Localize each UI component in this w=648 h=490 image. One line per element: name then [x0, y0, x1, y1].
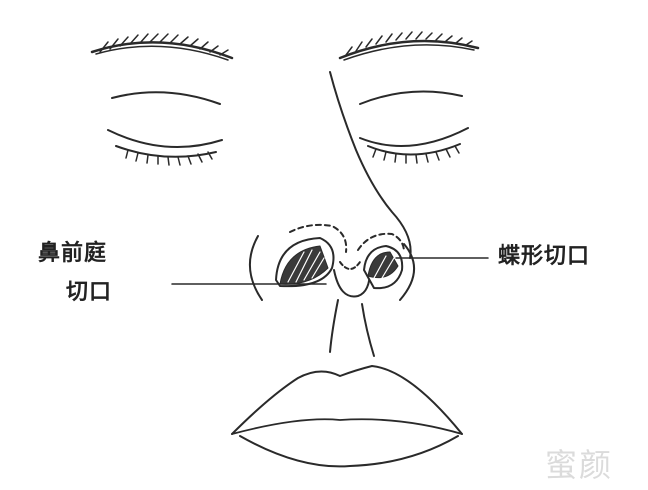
vestibular-incision-label-line2: 切口 — [66, 279, 113, 305]
butterfly-incision-label: 蝶形切口 — [498, 243, 591, 269]
right-eye — [359, 90, 469, 164]
nose-bridge — [329, 71, 412, 259]
columella — [333, 269, 371, 298]
watermark: 蜜颜 — [545, 446, 614, 484]
vestibular-incision-label: 鼻前庭 — [38, 240, 108, 266]
right-eyebrow — [338, 31, 480, 61]
left-eyebrow — [90, 33, 234, 61]
right-nostril — [357, 232, 416, 301]
philtrum-left — [329, 299, 339, 353]
philtrum-right — [361, 303, 375, 357]
left-eye — [107, 91, 223, 166]
left-nostril — [248, 223, 348, 301]
lips — [231, 365, 463, 468]
